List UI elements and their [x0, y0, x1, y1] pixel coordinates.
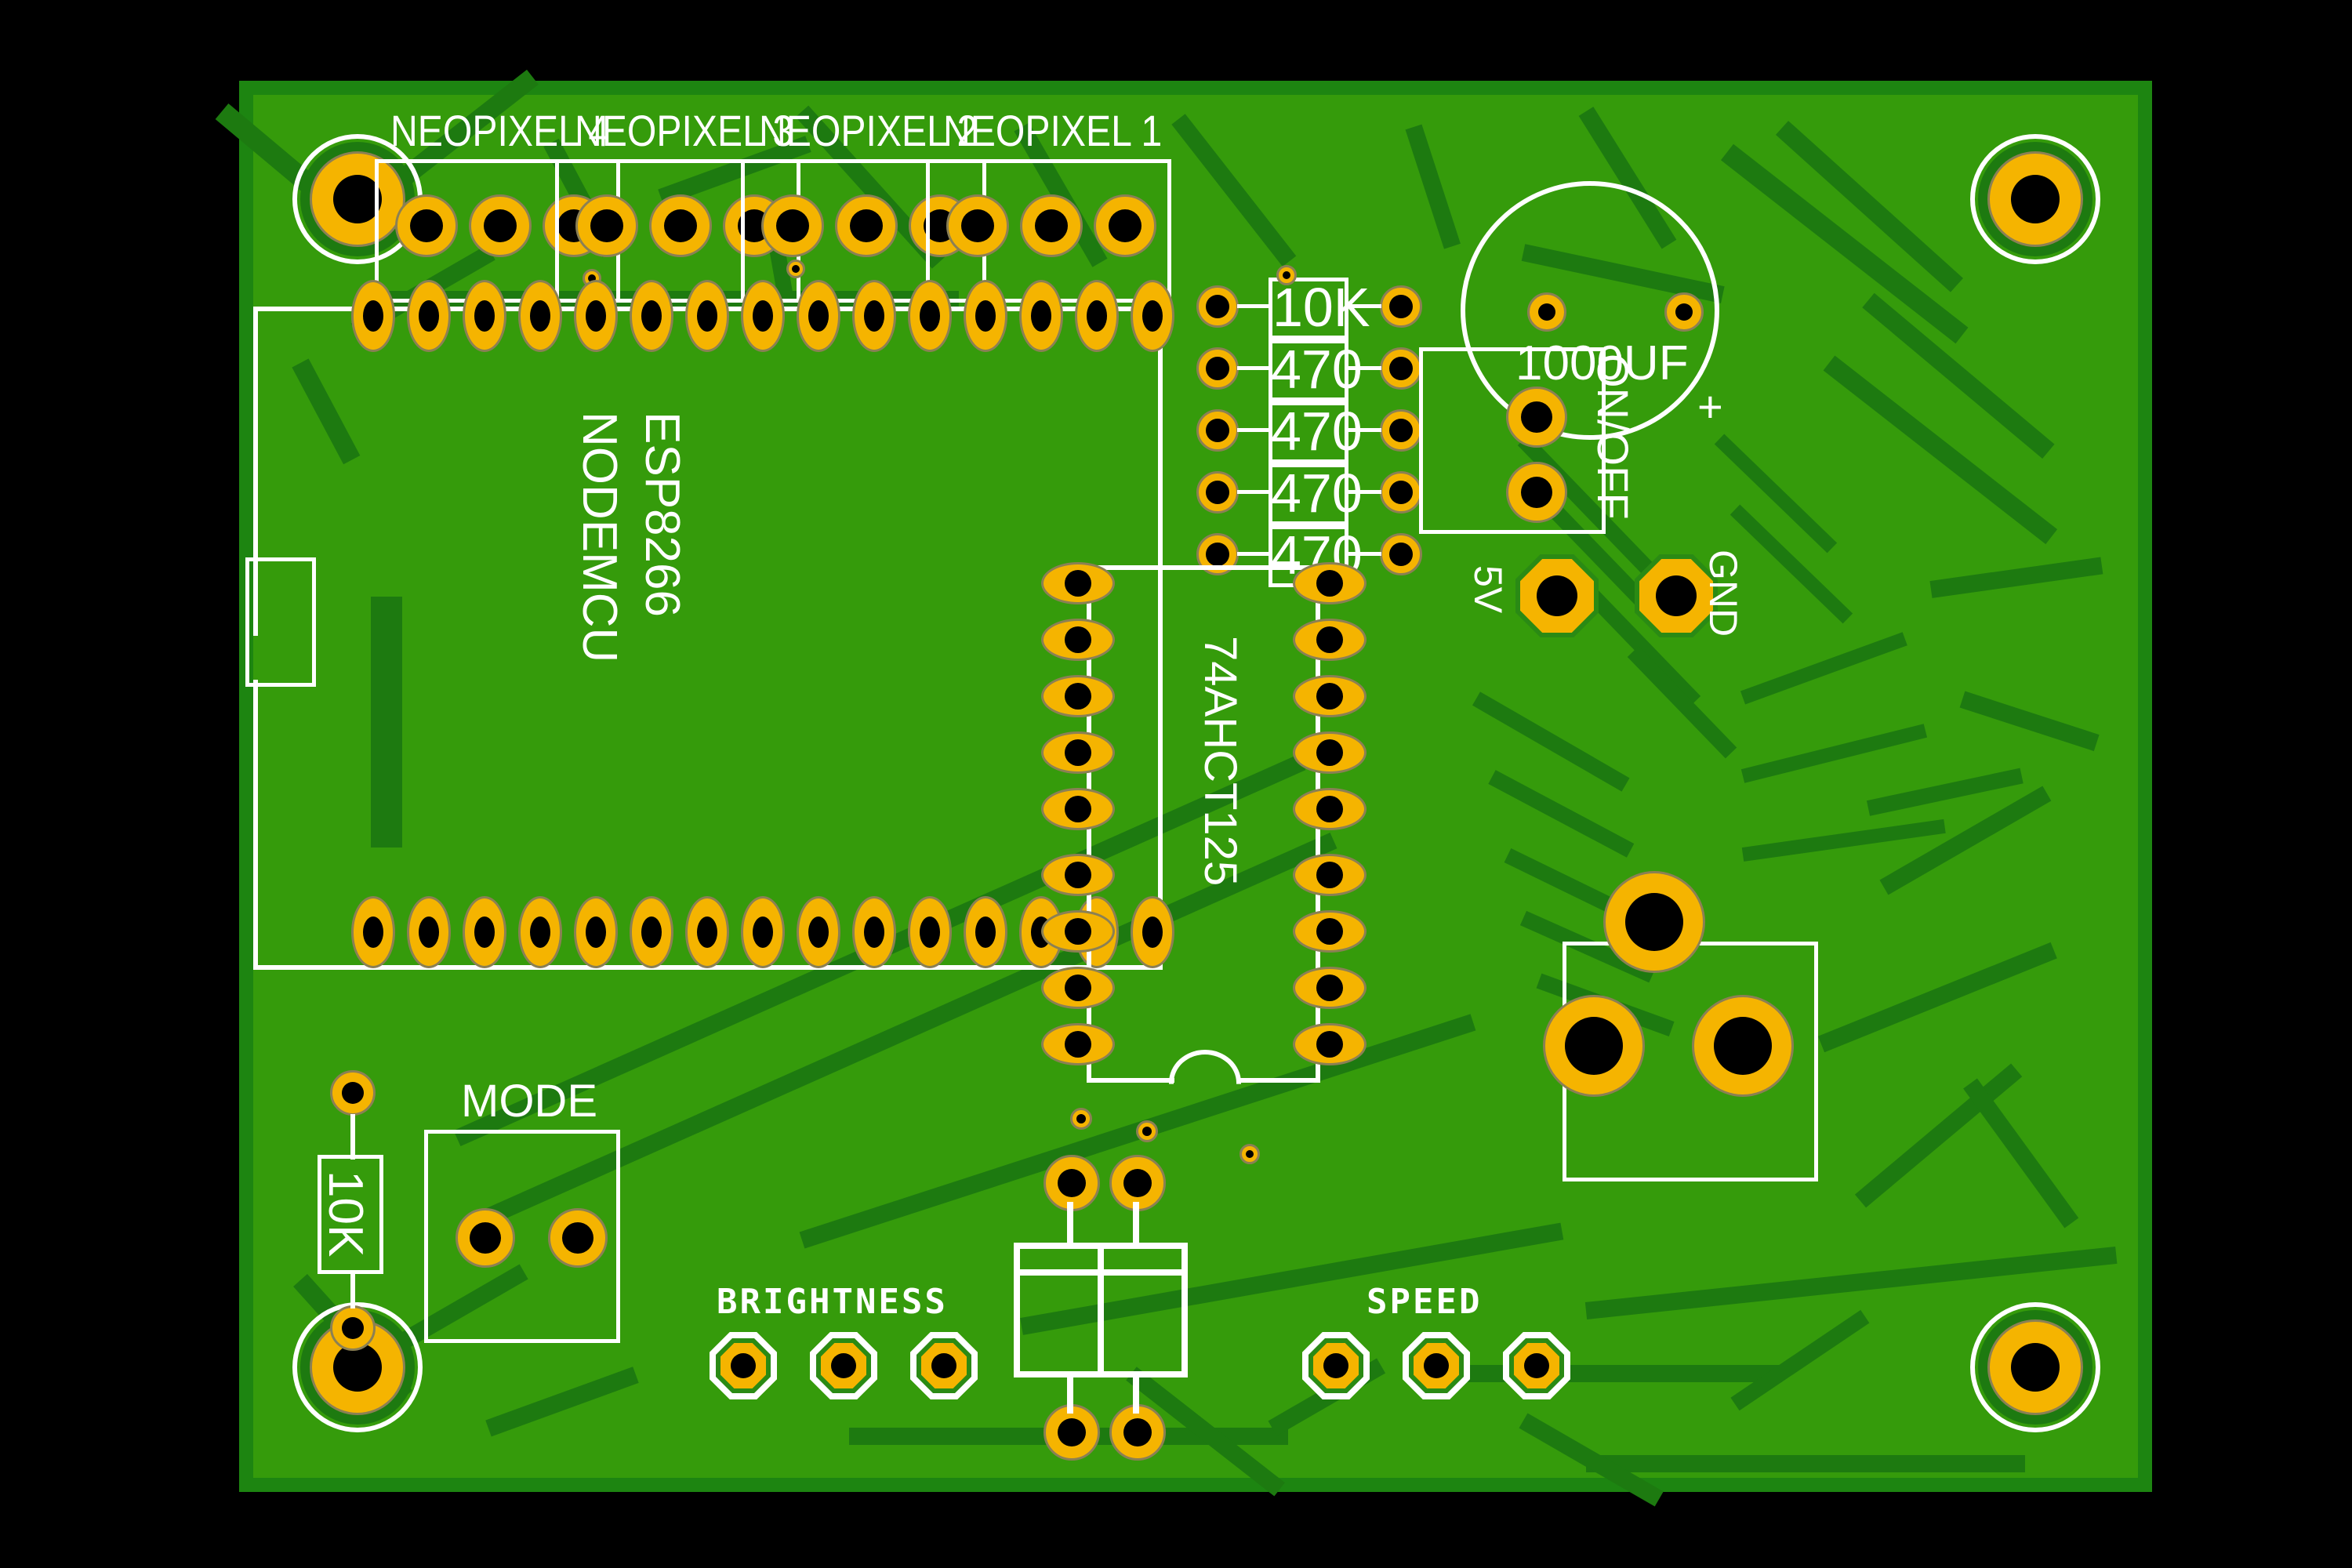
pad [330, 1305, 376, 1351]
pad [1196, 471, 1239, 514]
resistor-value-10k-top: 10K [1272, 277, 1370, 338]
power-label-5v: 5V [1466, 565, 1510, 614]
neopixel-1-label: NEOPIXEL 1 [943, 106, 1163, 155]
pad [1109, 1155, 1166, 1211]
ic-pin [1293, 731, 1367, 774]
via [1240, 1144, 1260, 1164]
ic-pin [1293, 788, 1367, 830]
ic-pin [1293, 910, 1367, 953]
pad [1044, 1404, 1100, 1461]
pad [575, 194, 638, 257]
pad-gnd [1639, 559, 1713, 633]
pad [1109, 1404, 1166, 1461]
pad [456, 1208, 515, 1268]
pad [649, 194, 712, 257]
capacitor-polarity-marker: + [1697, 382, 1723, 431]
neopixel-4-label: NEOPIXEL 4 [390, 106, 610, 155]
ic-pin [1041, 1023, 1115, 1065]
pad [330, 1070, 376, 1116]
pad [1313, 1343, 1359, 1388]
pad [761, 194, 824, 257]
via [1136, 1120, 1158, 1142]
pad [1527, 292, 1566, 332]
ic-pin [1041, 675, 1115, 717]
resistor-value-10k-pulldown: 10K [318, 1171, 372, 1258]
ic-pin [1041, 854, 1115, 896]
resistor-value-470-3: 470 [1271, 463, 1363, 524]
pad [1692, 995, 1794, 1097]
ic-pin [1293, 619, 1367, 661]
pad [1380, 285, 1422, 328]
via [786, 260, 805, 278]
on-off-label: ON/OFF [1588, 354, 1638, 520]
pad [1196, 347, 1239, 390]
pad [1380, 409, 1422, 452]
pad [1543, 995, 1645, 1097]
resistor-body [1269, 278, 1348, 339]
ic-pin [1293, 854, 1367, 896]
ic-pin [1041, 562, 1115, 604]
pad [1094, 194, 1156, 257]
brightness-label: BRIGHTNESS [717, 1282, 948, 1322]
pad [1196, 285, 1239, 328]
pcb-soldermask: NEOPIXEL 4 NEOPIXEL 3 [215, 69, 2138, 1507]
pad [1506, 387, 1567, 448]
pad [1603, 871, 1705, 973]
pad [821, 1343, 866, 1388]
ic-pin [1041, 910, 1115, 953]
pad [395, 194, 458, 257]
pad [1414, 1343, 1459, 1388]
pad [946, 194, 1009, 257]
pad [469, 194, 532, 257]
pad-5v [1520, 559, 1594, 633]
pad [1380, 533, 1422, 575]
pad [835, 194, 898, 257]
ic-pin [1041, 619, 1115, 661]
neopixel-2-label: NEOPIXEL 2 [759, 106, 978, 155]
neopixel-3-label: NEOPIXEL 3 [575, 106, 794, 155]
pad [1020, 194, 1083, 257]
pad [548, 1208, 608, 1268]
resistor-body [1269, 401, 1348, 463]
ic-pin [1293, 675, 1367, 717]
ic-label: 74AHCT125 [1195, 636, 1246, 887]
pad [1506, 462, 1567, 523]
via [1276, 265, 1297, 285]
pad [1380, 471, 1422, 514]
mode-label: MODE [461, 1076, 597, 1127]
ic-pin [1293, 967, 1367, 1009]
ic-pin [1041, 967, 1115, 1009]
resistor-body [318, 1155, 383, 1274]
ic-pin [1293, 562, 1367, 604]
ic-pin [1293, 1023, 1367, 1065]
nodemcu-label-line2: ESP8266 [635, 412, 689, 617]
resistor-body [1269, 463, 1348, 525]
pad [1196, 409, 1239, 452]
resistor-body [1269, 339, 1348, 401]
resistor-value-470-1: 470 [1271, 339, 1363, 400]
pad [1664, 292, 1704, 332]
pad [720, 1343, 766, 1388]
ic-pin [1041, 731, 1115, 774]
ic-pin [1041, 788, 1115, 830]
pad [1380, 347, 1422, 390]
pad [921, 1343, 967, 1388]
resistor-value-470-2: 470 [1271, 401, 1363, 462]
via [1070, 1108, 1092, 1130]
power-label-gnd: GND [1701, 550, 1745, 637]
speed-label: SPEED [1367, 1282, 1483, 1322]
nodemcu-label-line1: NODEMCU [572, 412, 626, 663]
pad [1514, 1343, 1559, 1388]
pcb-board-outline: NEOPIXEL 4 NEOPIXEL 3 [215, 69, 2152, 1507]
